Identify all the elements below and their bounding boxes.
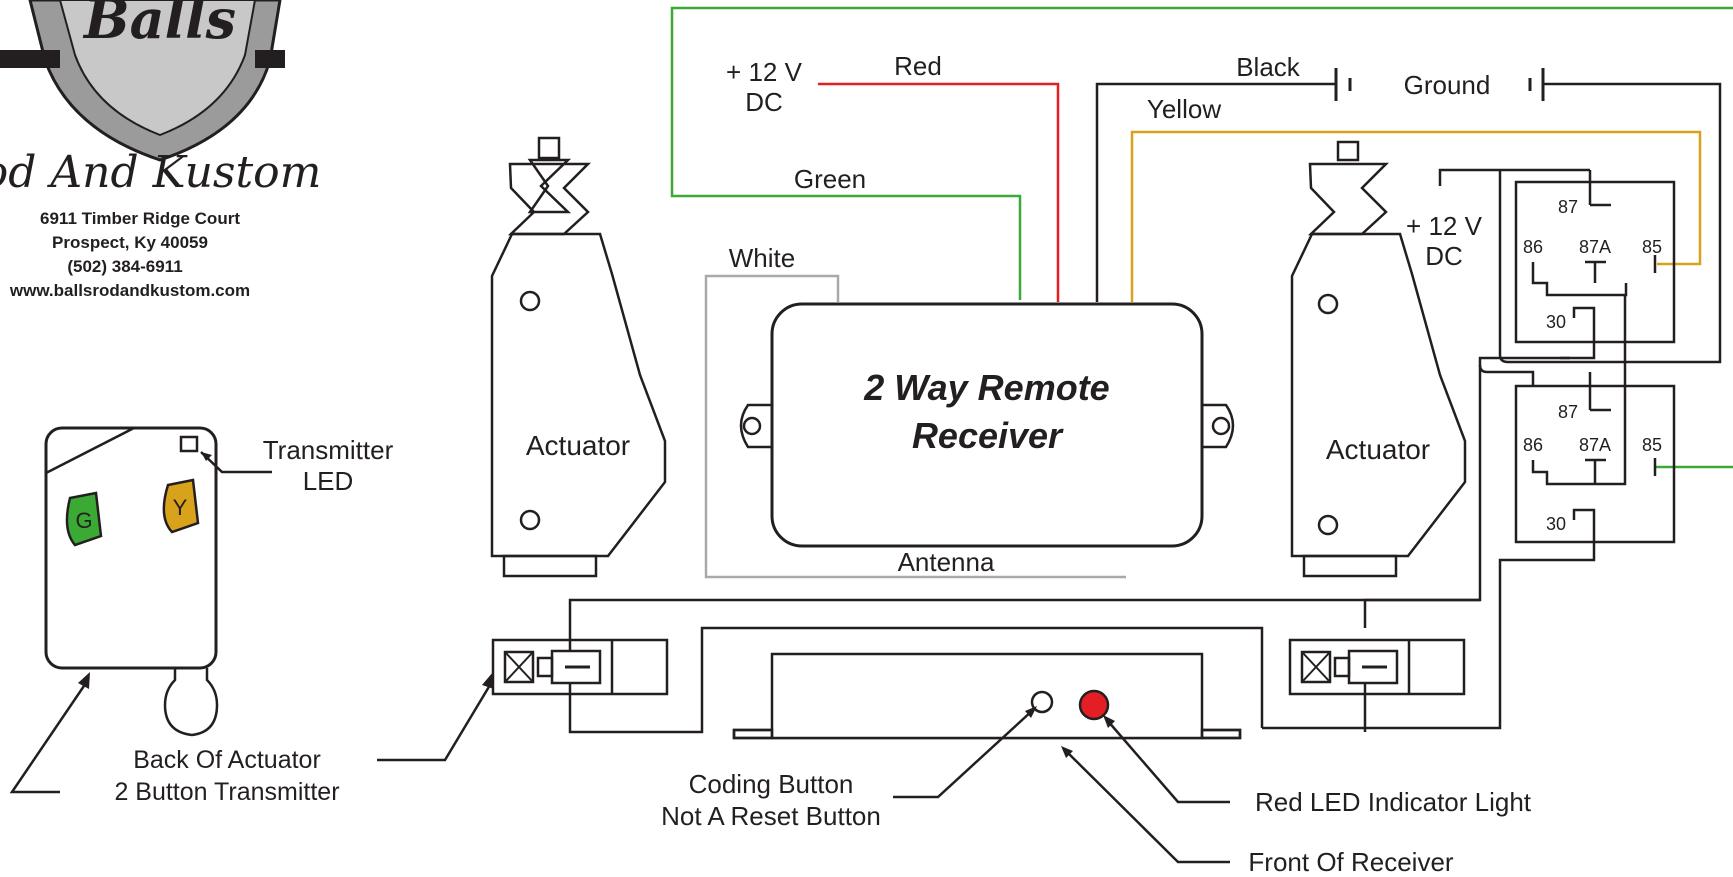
- logo-address-2: Prospect, Ky 40059: [52, 233, 208, 252]
- back-actuator-label: Back Of Actuator: [133, 746, 321, 774]
- coding-button-label-2: Not A Reset Button: [661, 801, 881, 831]
- company-logo: Balls Rod And Kustom 6911 Timber Ridge C…: [0, 0, 321, 300]
- logo-script-text: Rod And Kustom: [0, 147, 321, 198]
- receiver-title-line1: 2 Way Remote: [863, 367, 1109, 408]
- back-actuator-leader: [377, 679, 495, 762]
- red-led-leader: [1106, 719, 1230, 804]
- ground-symbol: [1528, 68, 1545, 101]
- white-wire-label: White: [729, 243, 795, 273]
- relay-86-wire: [1478, 364, 1535, 386]
- plus12v-label-2: + 12 V: [1406, 211, 1483, 241]
- dc-label-2: DC: [1425, 241, 1463, 271]
- actuator-left-label: Actuator: [526, 430, 630, 461]
- relay-2-pin-87: 87: [1558, 402, 1578, 422]
- logo-address-4: www.ballsrodandkustom.com: [9, 281, 250, 300]
- actuator-right-label: Actuator: [1326, 434, 1430, 465]
- transmitter-led-label-2: LED: [303, 466, 354, 496]
- receiver-mount-hole-right: [1211, 416, 1231, 436]
- left-connector-wire-bottom: [568, 626, 1264, 734]
- connector-right: [1288, 638, 1466, 696]
- antenna-wire: [704, 274, 1126, 579]
- relay-2-pin-86: 86: [1523, 435, 1543, 455]
- transmitter-led: [179, 435, 199, 453]
- receiver-box: 2 Way Remote Receiver: [739, 302, 1235, 548]
- plus12v-label-1: + 12 V: [726, 57, 803, 87]
- logo-address-1: 6911 Timber Ridge Court: [40, 209, 240, 228]
- ground-label: Ground: [1404, 70, 1491, 100]
- red-wire: [818, 82, 1060, 302]
- relay-2-pin-87a: 87A: [1579, 435, 1611, 455]
- connector-left: [491, 638, 669, 696]
- relay-bus-wires: [1438, 168, 1590, 186]
- coding-leader: [893, 709, 1034, 799]
- logo-brand-text: Balls: [82, 0, 236, 51]
- relay-1-pin-85: 85: [1642, 237, 1662, 257]
- logo-address-3: (502) 384-6911: [67, 257, 182, 276]
- receiver-mount-hole-left: [742, 416, 762, 436]
- button-g-label: G: [75, 508, 92, 533]
- button-g[interactable]: G: [65, 491, 103, 547]
- relay-30-wire-1: [1363, 356, 1570, 628]
- black-ground-symbol: [1334, 68, 1352, 101]
- transmitter-led-label-1: Transmitter: [263, 435, 394, 465]
- green-wire-label: Green: [794, 164, 866, 194]
- button-y[interactable]: Y: [162, 478, 200, 534]
- relay-1: 87 86 87A 85 30: [1514, 170, 1676, 372]
- relay-1-pin-87: 87: [1558, 197, 1578, 217]
- logo-shield-inner: [58, 0, 257, 137]
- black-wire: [1095, 82, 1336, 302]
- two-button-tx-label: 2 Button Transmitter: [114, 778, 339, 806]
- actuator-right: Actuator: [1290, 140, 1467, 578]
- coding-button[interactable]: [1030, 690, 1054, 714]
- receiver-body: [770, 302, 1204, 548]
- relay-1-pin-86: 86: [1523, 237, 1543, 257]
- relay-2-pin-85: 85: [1642, 435, 1662, 455]
- yellow-wire-label: Yellow: [1147, 94, 1221, 124]
- receiver-front: [732, 652, 1242, 740]
- button-y-label: Y: [173, 495, 188, 520]
- tx-leader: [9, 679, 90, 794]
- coding-button-label-1: Coding Button: [689, 769, 854, 799]
- red-wire-label: Red: [894, 51, 942, 81]
- yellow-wire: [1130, 130, 1702, 302]
- black-wire-label: Black: [1236, 52, 1301, 82]
- green-wire-top: [670, 6, 1733, 300]
- relay-2: 87 86 87A 85 30: [1262, 372, 1676, 730]
- relay-1-pin-30: 30: [1546, 312, 1566, 332]
- front-receiver-label: Front Of Receiver: [1248, 847, 1454, 877]
- receiver-title-line2: Receiver: [912, 415, 1064, 456]
- receiver-tab-left: [739, 403, 772, 449]
- dc-label-1: DC: [745, 87, 783, 117]
- front-receiver-leader: [1064, 749, 1230, 864]
- relay-1-pin-87a: 87A: [1579, 237, 1611, 257]
- antenna-label: Antenna: [898, 547, 995, 577]
- receiver-tab-right: [1202, 403, 1235, 449]
- left-connector-wire-top: [568, 598, 1480, 651]
- ground-wire: [1498, 82, 1722, 364]
- red-led-label: Red LED Indicator Light: [1255, 787, 1532, 817]
- relay-2-pin-30: 30: [1546, 514, 1566, 534]
- red-led-indicator: [1078, 689, 1110, 721]
- logo-wing-right: [255, 50, 285, 68]
- transmitter: G Y: [44, 426, 272, 737]
- actuator-left: Actuator: [490, 136, 667, 578]
- logo-wing-left: [0, 50, 60, 68]
